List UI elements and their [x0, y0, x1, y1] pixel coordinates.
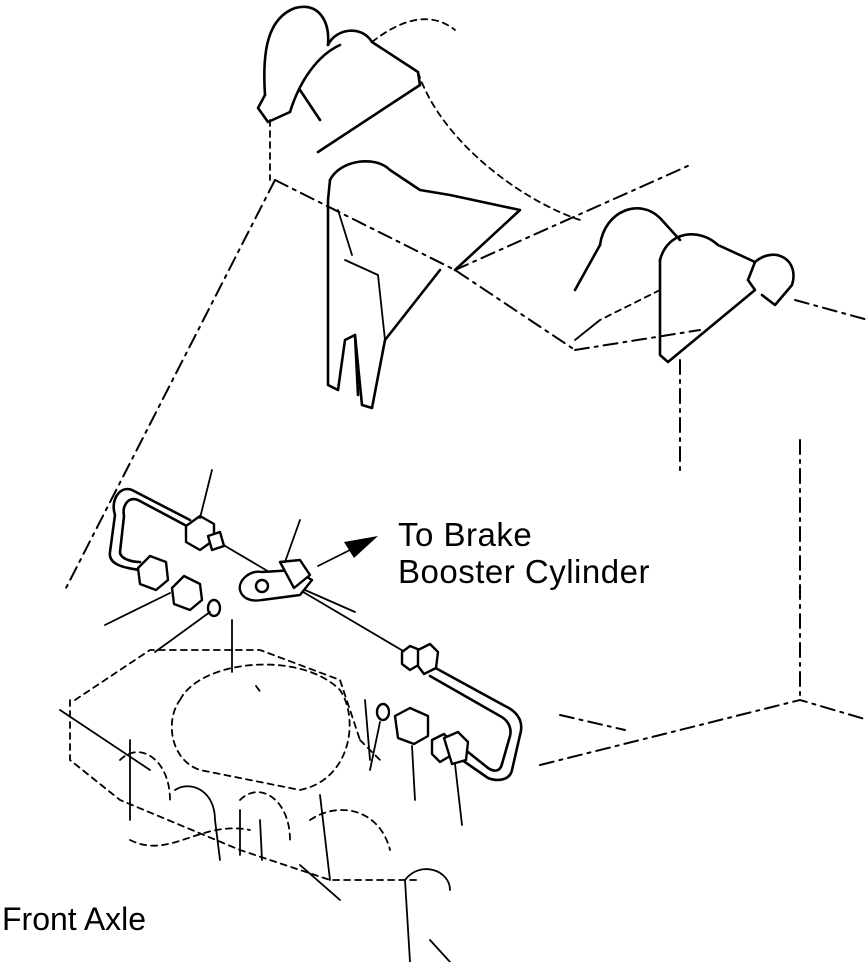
right-tube-nut [400, 642, 440, 676]
axle-housing-phantom [69, 649, 421, 881]
left-union-fitting [104, 554, 222, 653]
tube-nut-upper [184, 469, 226, 552]
brake-booster-label-line1: To Brake [398, 516, 533, 553]
upper-left-bracket [256, 5, 581, 221]
upper-right-bracket [573, 207, 795, 364]
direction-arrow [317, 536, 378, 567]
right-union-fitting [369, 702, 470, 826]
center-fork-bracket [326, 160, 522, 410]
brake-booster-label-line2: Booster Cylinder [398, 553, 650, 590]
brake-booster-label: To Brake Booster Cylinder [398, 516, 650, 590]
frame-outline [64, 164, 868, 766]
front-axle-label: Front Axle [2, 901, 147, 937]
brake-tube [108, 487, 523, 782]
axle-housing-solid [59, 619, 451, 962]
tube-clamp [238, 519, 314, 602]
